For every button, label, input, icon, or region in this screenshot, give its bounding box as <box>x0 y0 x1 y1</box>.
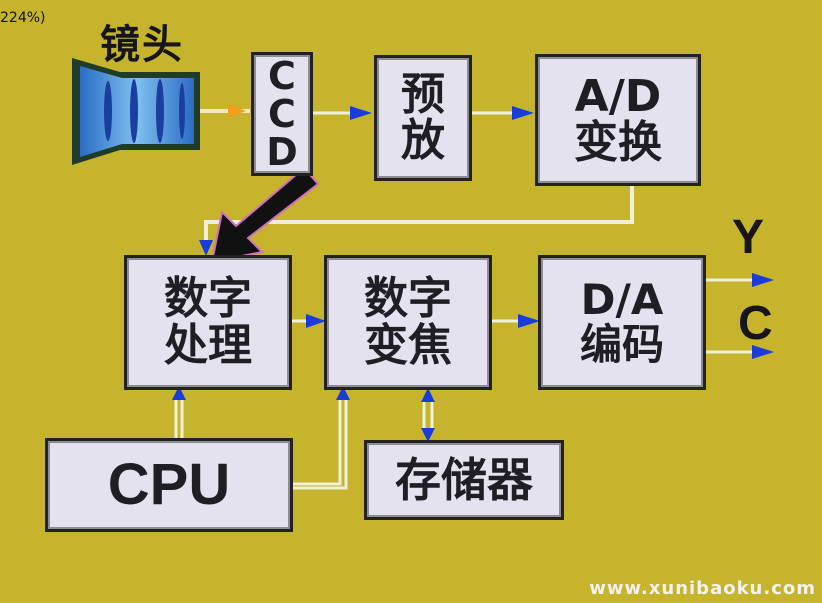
ad-to-processing-line <box>199 186 634 256</box>
processing-to-transform-arrow <box>292 314 326 328</box>
da-block: D/A 编码 <box>538 255 706 390</box>
transform-memory-arrow <box>421 388 435 442</box>
preamp-label: 预 放 <box>401 68 445 166</box>
digital-processing-block: 数字 处理 <box>124 255 292 390</box>
da-to-c-arrow <box>706 345 774 359</box>
cpu-to-transform-arrow <box>293 386 350 490</box>
cpu-to-processing-arrow <box>172 386 186 438</box>
ad-label: A/D 变换 <box>574 70 662 168</box>
memory-block: 存储器 <box>364 440 564 520</box>
big-black-arrow <box>210 166 320 264</box>
zoom-label: 224%) <box>0 10 46 26</box>
digital-processing-label: 数字 处理 <box>164 273 252 371</box>
ccd-label: C C D <box>266 54 298 174</box>
ad-block: A/D 变换 <box>535 54 701 186</box>
da-label: D/A 编码 <box>579 275 664 369</box>
ccd-block: C C D <box>251 52 313 176</box>
cpu-block: CPU <box>45 438 293 532</box>
light-ray-arrow <box>200 104 250 118</box>
preamp-block: 预 放 <box>374 55 472 181</box>
lens-label: 镜头 <box>100 22 184 68</box>
output-y-label: Y <box>732 211 765 264</box>
digital-transform-label: 数字 变焦 <box>364 273 452 371</box>
da-to-y-arrow <box>706 273 774 287</box>
watermark: www.xunibaoku.com <box>589 578 816 599</box>
transform-to-da-arrow <box>492 314 540 328</box>
cpu-label: CPU <box>107 451 231 517</box>
memory-label: 存储器 <box>395 452 533 507</box>
lens-icon <box>72 58 200 165</box>
output-c-label: C <box>738 297 773 350</box>
digital-transform-block: 数字 变焦 <box>324 255 492 390</box>
ccd-to-preamp-arrow <box>313 106 372 120</box>
preamp-to-ad-arrow <box>472 106 534 120</box>
